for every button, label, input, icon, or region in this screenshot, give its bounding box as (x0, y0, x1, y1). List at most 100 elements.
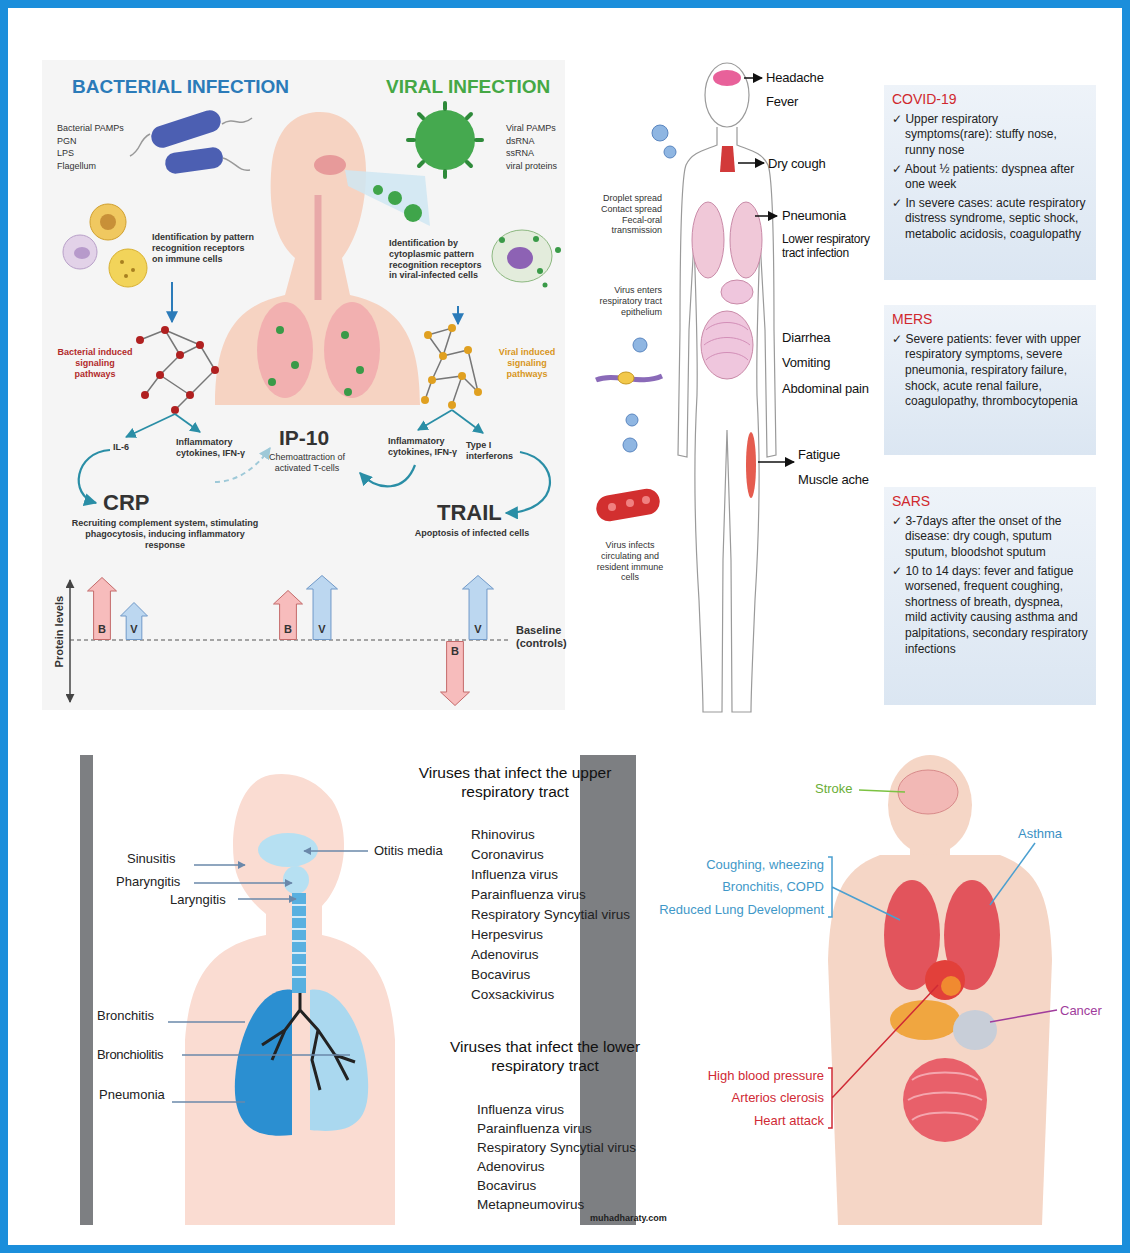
box-bullet: ✓ Upper respiratory symptoms(rare): stuf… (892, 112, 1088, 159)
symptom-body-panel-part-part (608, 503, 616, 511)
text-label: Virus enters respiratory tract epitheliu… (594, 285, 662, 317)
arrow-letter: B (440, 646, 470, 657)
infection-panel-part (63, 235, 97, 269)
infection-panel-part (90, 204, 126, 240)
respiratory-panel-part (235, 990, 292, 1136)
infection-panel-part-part (140, 330, 215, 410)
text-label: High blood pressure (628, 1068, 824, 1084)
infection-panel-part-part (186, 391, 194, 399)
arrow-letter: V (120, 624, 148, 635)
infection-panel-part-part (356, 366, 364, 374)
infection-panel-part-part (136, 336, 144, 344)
infection-panel-part-part (164, 146, 224, 175)
infection-panel-part-part (533, 236, 539, 242)
infection-panel-part-part (425, 328, 478, 405)
text-label: Bronchitis (97, 1008, 154, 1024)
symptom-body-panel-part-part (755, 215, 777, 217)
text-label: Fever (766, 94, 798, 110)
infection-panel-part-part (141, 391, 149, 399)
symptom-body-panel-part (720, 146, 735, 172)
text-label: Abdominal pain (782, 381, 869, 397)
infection-panel-part-part (555, 247, 561, 253)
infection-panel-part-part (408, 138, 414, 142)
symptom-body-panel-part (730, 202, 762, 278)
infection-panel-part-part (467, 162, 471, 166)
symptom-body-panel-part (713, 70, 741, 86)
infection-panel-part (492, 230, 552, 282)
symptom-body-panel-part-part (642, 496, 650, 504)
symptom-body-panel-part (704, 323, 750, 361)
infection-panel-part (345, 170, 430, 226)
text-label: Dry cough (768, 156, 825, 172)
infection-panel-part-part (499, 237, 505, 243)
box-bullet: ✓ In severe cases: acute respiratory dis… (892, 196, 1088, 243)
text-label: Reduced Lung Development (628, 902, 824, 918)
infection-panel-part-part (373, 185, 383, 195)
infection-panel-part-part (211, 366, 219, 374)
respiratory-panel-part-part (172, 1101, 245, 1102)
text-label: Pharyngitis (116, 874, 180, 890)
text-label: Metapneumovirus (477, 1197, 584, 1213)
health-effects-panel-part (941, 976, 961, 996)
infection-panel-part-part (506, 452, 550, 513)
symptom-body-panel-part-part (738, 162, 764, 164)
infection-panel-part (408, 103, 482, 177)
respiratory-panel-part-part (194, 864, 245, 865)
infection-panel-part-part (171, 406, 179, 414)
health-effects-panel-part (990, 843, 1035, 905)
health-effects-panel-part (908, 1073, 982, 1121)
respiratory-panel-part (262, 993, 355, 1090)
infection-panel-part-part (419, 114, 423, 118)
text-label: BACTERIAL INFECTION (72, 76, 289, 99)
text-label: Stroke (815, 781, 853, 797)
respiratory-panel-part (292, 893, 306, 993)
respiratory-panel-part-part (292, 916, 306, 918)
arrow-letter: B (87, 624, 117, 635)
text-label: Bocavirus (477, 1178, 536, 1194)
symptom-body-panel-part (618, 372, 634, 384)
arrow-outline (274, 591, 303, 640)
symptom-body-panel-part (678, 127, 776, 712)
infection-panel-part-part (476, 138, 482, 142)
text-label: Sinusitis (127, 851, 175, 867)
infection-panel-part (42, 60, 565, 710)
infection-panel-part-part (443, 103, 447, 109)
box-bullet: ✓ Severe patients: fever with upper resp… (892, 332, 1088, 410)
text-label: Protein levels (53, 592, 66, 672)
health-effects-panel-part (898, 770, 958, 814)
arrow-outline (121, 603, 148, 640)
infection-panel-part-part (458, 372, 466, 380)
arrow-outline (88, 578, 117, 640)
text-label: Asthma (1018, 826, 1062, 842)
level-arrow: V (306, 575, 338, 640)
infection-panel-part (148, 107, 224, 175)
health-effects-panel-part (888, 755, 972, 855)
respiratory-panel-part (168, 851, 368, 1102)
infection-panel-part-part (124, 274, 128, 278)
text-label: Headache (766, 70, 824, 86)
infection-panel-part-part (464, 346, 472, 354)
text-label: Apoptosis of infected cells (412, 528, 532, 539)
arrow-letter: B (273, 624, 303, 635)
text-label: Otitis media (374, 843, 443, 859)
symptom-body-panel-part-part (623, 438, 637, 452)
infection-panel-part-part (291, 361, 299, 369)
text-label: Influenza virus (471, 867, 558, 883)
text-label: viral proteins (506, 161, 557, 172)
text-label: Flagellum (57, 161, 96, 172)
text-label: Viral PAMPs (506, 123, 556, 134)
infection-panel-part-part (344, 388, 352, 396)
text-label: Inflammatory cytokines, IFN-γ (388, 436, 458, 458)
infection-panel-part-part (443, 171, 447, 177)
arrow-letter: V (306, 624, 338, 635)
infection-panel-part (120, 260, 135, 278)
symptom-body-panel-part (746, 432, 756, 498)
infection-panel-part-part (439, 352, 447, 360)
text-label: Baseline (controls) (516, 624, 578, 650)
text-label: Parainfluenza virus (471, 887, 586, 903)
infection-panel-part-part (148, 107, 223, 150)
infection-panel-part (324, 302, 380, 398)
respiratory-panel-part-part (292, 940, 306, 942)
text-label: Respiratory Syncytial virus (471, 907, 630, 923)
